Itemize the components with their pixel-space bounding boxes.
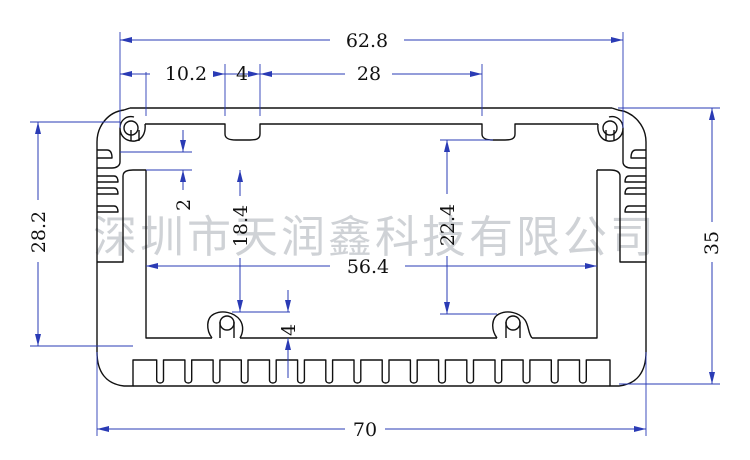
arrow-56-4-right [585, 263, 597, 269]
arrow-4-right [248, 71, 260, 77]
aluminum-profile [96, 107, 647, 387]
arrow-28-right [470, 71, 482, 77]
arrow-35-top [709, 108, 715, 120]
arrow-2-bottom [180, 170, 186, 182]
arrow-35-bottom [709, 372, 715, 384]
dim-label-4: 4 [236, 63, 248, 85]
bottom-left-screw-hole [219, 315, 235, 331]
company-watermark: 深圳市天润鑫科技有限公司 [93, 212, 657, 263]
dim-label-28-2: 28.2 [28, 211, 50, 253]
dim-label-70: 70 [353, 419, 377, 441]
dim-label-62-8: 62.8 [346, 30, 388, 52]
arrow-62-8-right [611, 37, 623, 43]
inner-cavity [145, 170, 598, 339]
arrow-22-4-top [444, 140, 450, 152]
arrow-62-8-left [120, 37, 132, 43]
dim-label-28: 28 [357, 63, 381, 85]
dim-label-35: 35 [701, 231, 723, 255]
dimension-annotations: 62.8 10.2 4 28 28.2 35 [28, 30, 723, 441]
left-wall-fins [96, 149, 146, 352]
arrow-28-2-bottom [35, 334, 41, 346]
arrow-screw-gap-top [285, 300, 291, 312]
bottom-right-screw-hole [505, 315, 521, 331]
arrow-70-right [634, 426, 646, 432]
dim-label-56-4: 56.4 [347, 256, 389, 278]
arrow-screw-gap-bottom [285, 338, 291, 350]
top-left-screw-hole [123, 120, 139, 136]
arrow-56-4-left [146, 263, 158, 269]
dim-label-22-4: 22.4 [437, 204, 459, 246]
right-wall-fins [597, 149, 647, 352]
top-plate-inner [145, 123, 598, 141]
top-right-screw-boss [597, 115, 624, 150]
bottom-plate-right-corner [597, 351, 647, 387]
top-right-screw-hole [602, 120, 618, 136]
arrow-22-4-bottom [444, 302, 450, 314]
arrow-28-left [260, 71, 272, 77]
arrow-28-2-top [35, 122, 41, 134]
dim-label-2: 2 [173, 199, 195, 211]
bottom-fin-row [133, 359, 610, 387]
arrow-2-top [180, 140, 186, 152]
arrow-18-4-bottom [237, 300, 243, 312]
arrow-10-2-left [120, 71, 132, 77]
arrow-18-4-top [237, 170, 243, 182]
bottom-plate-fins [96, 351, 146, 387]
dim-label-10-2: 10.2 [165, 63, 207, 85]
dim-label-18-4: 18.4 [230, 205, 252, 247]
arrow-70-left [97, 426, 109, 432]
dim-label-screw-gap: 4 [278, 324, 300, 336]
top-plate-outline [96, 107, 647, 150]
